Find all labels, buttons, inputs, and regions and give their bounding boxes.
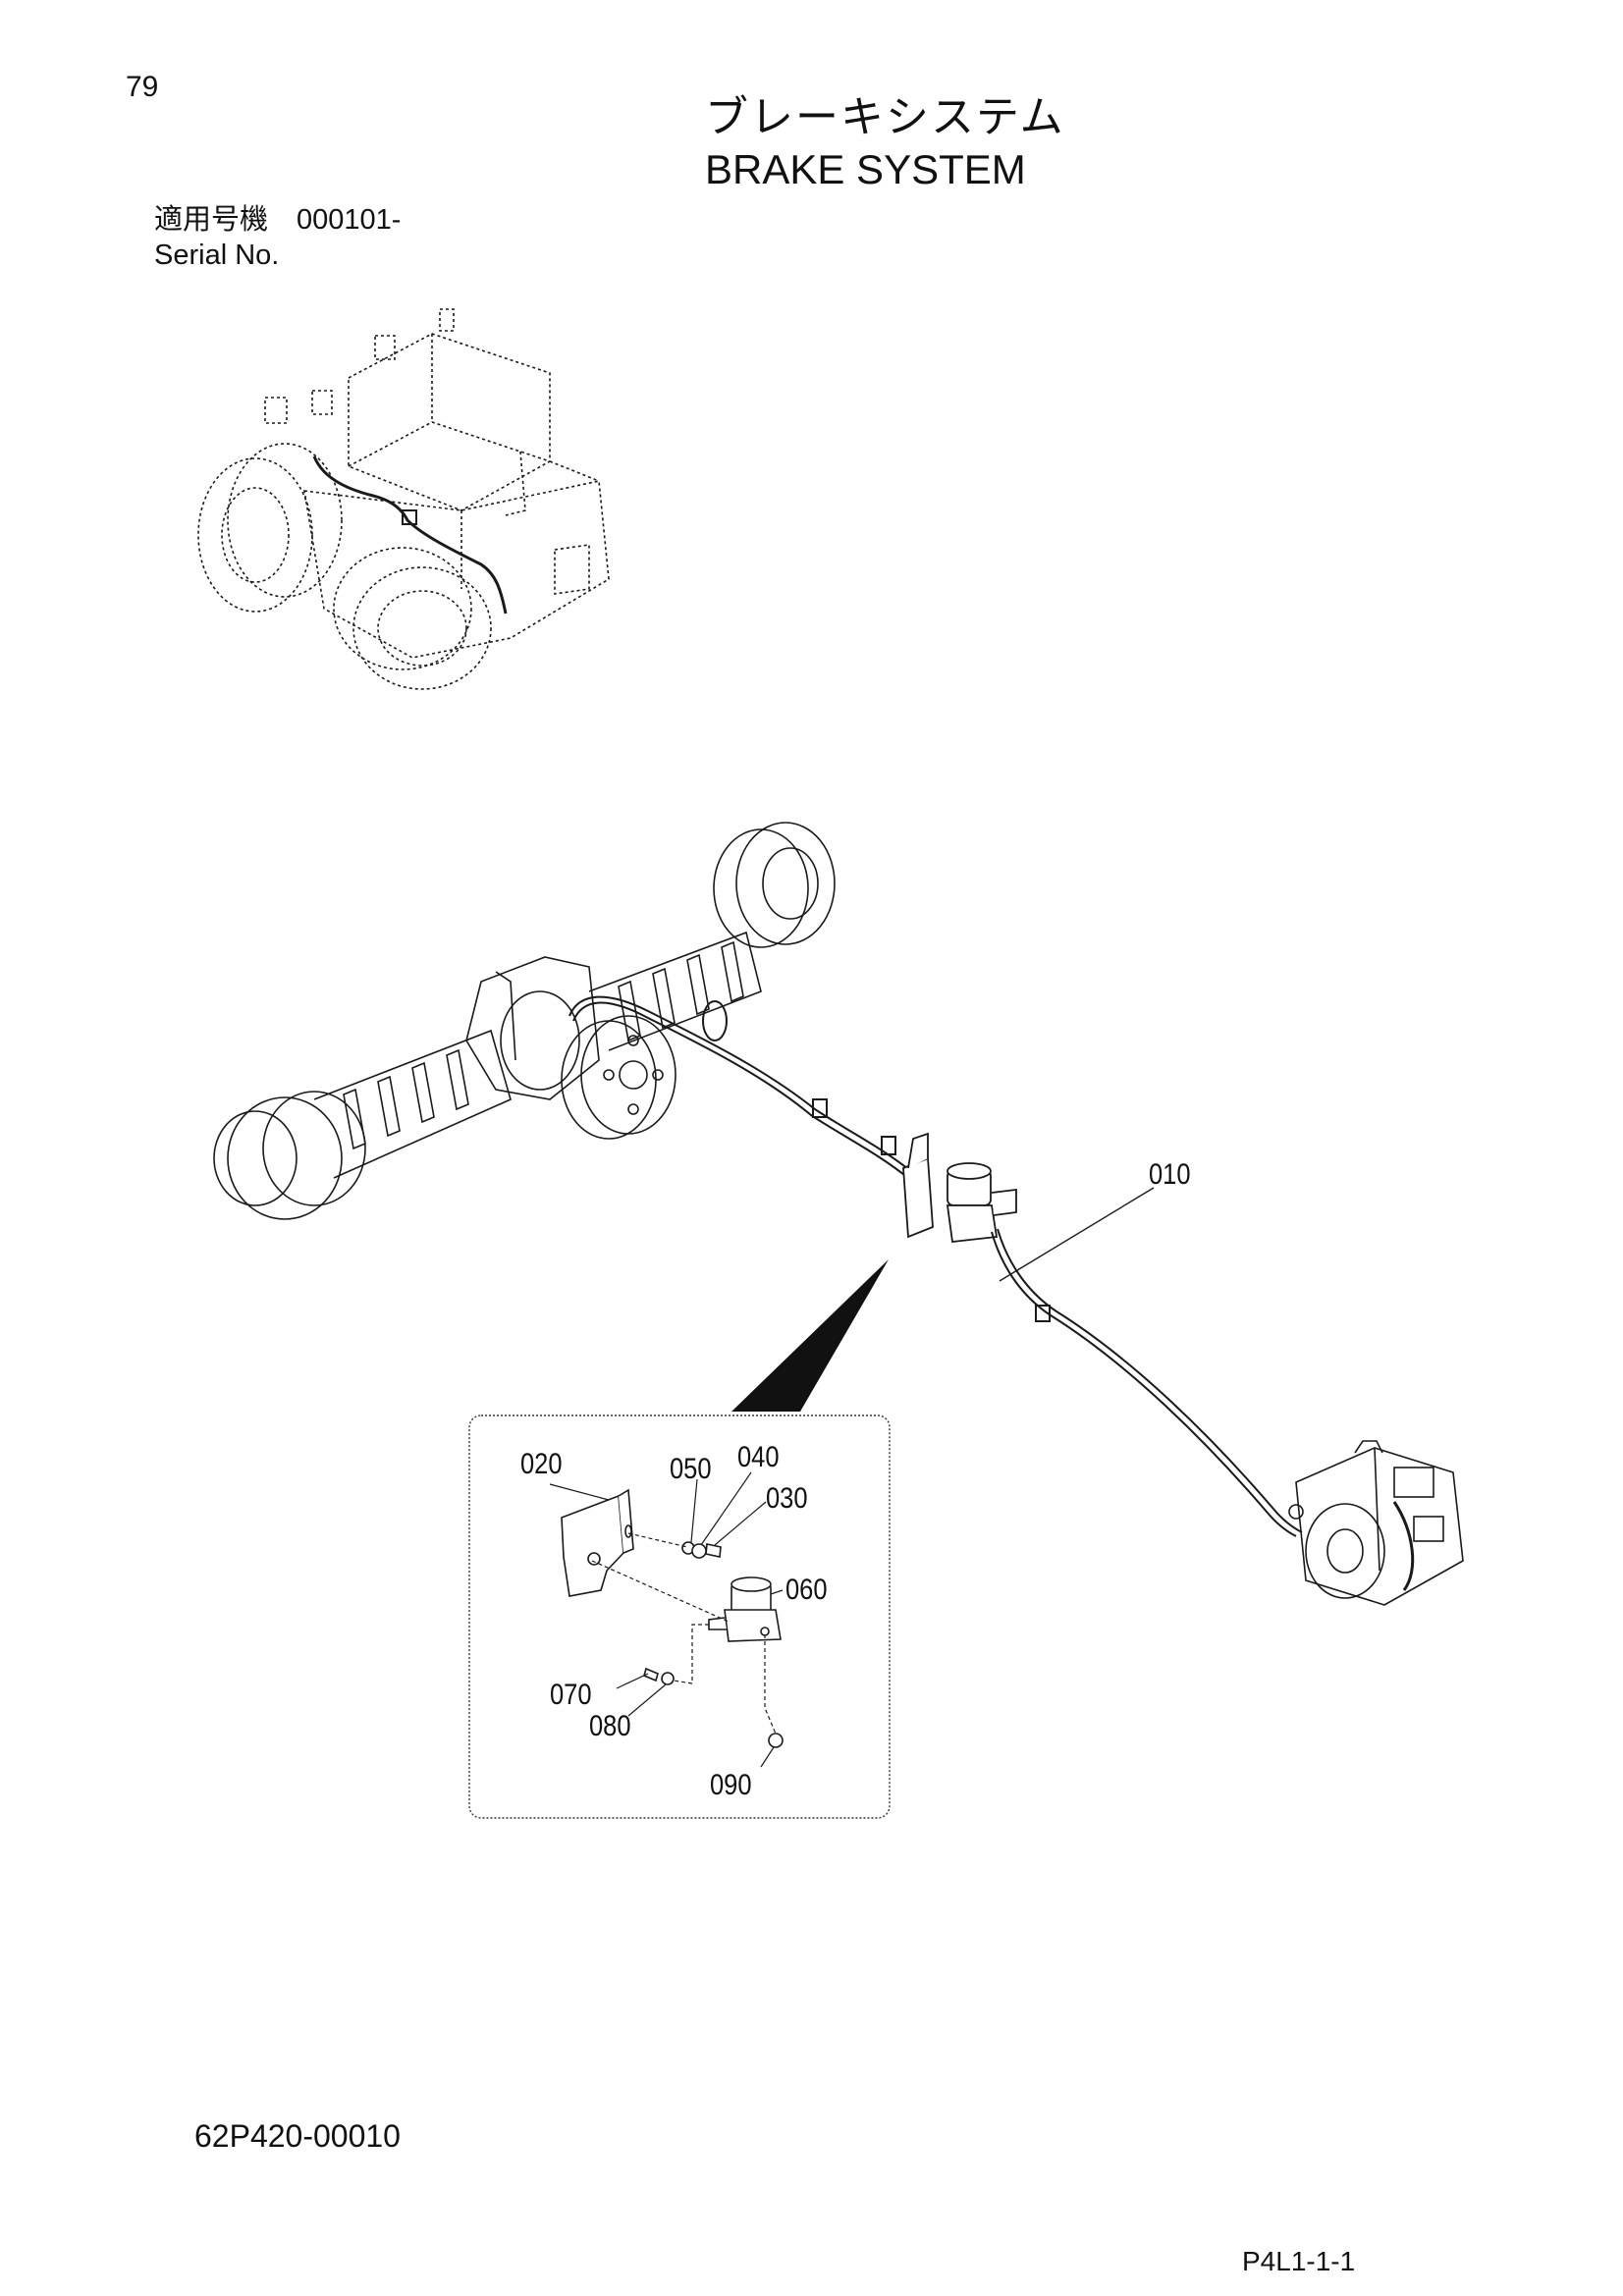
callout-050: 050 bbox=[670, 1453, 712, 1485]
document-code: 62P420-00010 bbox=[194, 2118, 401, 2154]
page-code: P4L1-1-1 bbox=[1242, 2246, 1356, 2276]
callout-060: 060 bbox=[785, 1574, 828, 1606]
callout-040: 040 bbox=[737, 1441, 780, 1473]
hydraulic-pump-illustration bbox=[1288, 1440, 1464, 1606]
callout-080: 080 bbox=[589, 1710, 631, 1742]
callout-030: 030 bbox=[766, 1482, 808, 1515]
callout-090: 090 bbox=[710, 1769, 752, 1801]
detail-view-arrow bbox=[731, 1259, 889, 1412]
page-title: BRAKE SYSTEM bbox=[705, 146, 1026, 192]
detail-leader-lines bbox=[549, 1471, 784, 1768]
leader-line-010 bbox=[999, 1187, 1155, 1282]
serial-number-label: Serial No. bbox=[154, 240, 280, 271]
axle-assembly-illustration bbox=[213, 822, 836, 1220]
brake-hose-line bbox=[568, 995, 914, 1180]
callout-020: 020 bbox=[520, 1448, 563, 1480]
hose-to-pump bbox=[991, 1228, 1303, 1537]
detail-dashed-guides bbox=[591, 1532, 777, 1735]
machine-overview-illustration bbox=[197, 308, 610, 690]
callout-010: 010 bbox=[1149, 1158, 1191, 1191]
machine-brake-line bbox=[312, 455, 508, 614]
detail-view-parts bbox=[561, 1488, 784, 1748]
page-title-japanese: ブレーキシステム bbox=[705, 93, 1065, 141]
serial-range-label: 適用号機 000101- bbox=[154, 204, 402, 236]
master-cylinder-bracket bbox=[902, 1132, 1017, 1243]
page-number: 79 bbox=[126, 71, 159, 103]
detail-view-frame bbox=[468, 1415, 891, 1819]
callout-070: 070 bbox=[550, 1679, 592, 1711]
